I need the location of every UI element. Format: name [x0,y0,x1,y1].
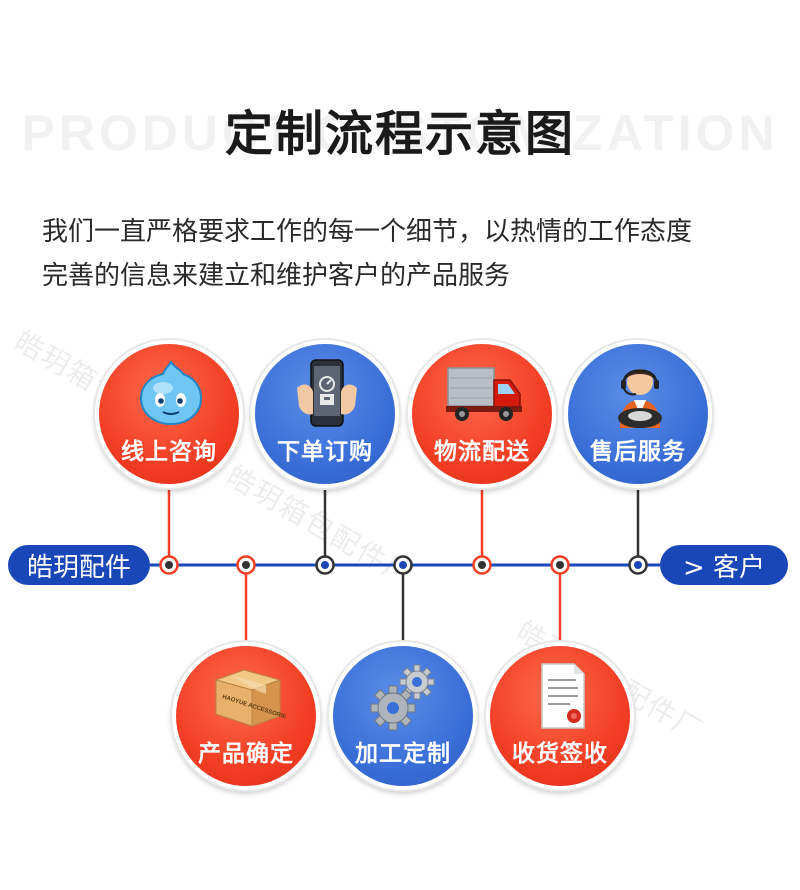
delivery-truck-icon [446,358,522,430]
step-place-order: 下单订购 [251,340,399,488]
document-seal-icon [524,660,600,732]
step-after-sales: 售后服务 [564,340,712,488]
timeline-node [552,557,569,574]
step-label: 线上咨询 [99,432,239,466]
timeline-end-label: > 客户 [660,545,788,585]
gears-icon [367,660,443,732]
step-label: 售后服务 [568,432,708,466]
step-processing: 加工定制 [329,642,477,790]
timeline-start-label: 皓玥配件 [8,545,150,585]
timeline-node [630,557,647,574]
timeline-node [161,557,178,574]
chat-bot-icon [133,358,209,430]
timeline-node [474,557,491,574]
step-receipt-sign: 收货签收 [486,642,634,790]
step-product-confirm: HAOYUE ACCESSORIES 产品确定 [172,642,320,790]
support-agent-icon [602,358,678,430]
product-box-icon: HAOYUE ACCESSORIES [210,660,286,732]
timeline-node [317,557,334,574]
step-logistics: 物流配送 [408,340,556,488]
step-label: 物流配送 [412,432,552,466]
step-label: 加工定制 [333,734,473,768]
step-label: 收货签收 [490,734,630,768]
timeline-node [238,557,255,574]
step-online-consult: 线上咨询 [95,340,243,488]
phone-order-icon [289,358,365,430]
step-label: 下单订购 [255,432,395,466]
timeline-node [395,557,412,574]
step-label: 产品确定 [176,734,316,768]
